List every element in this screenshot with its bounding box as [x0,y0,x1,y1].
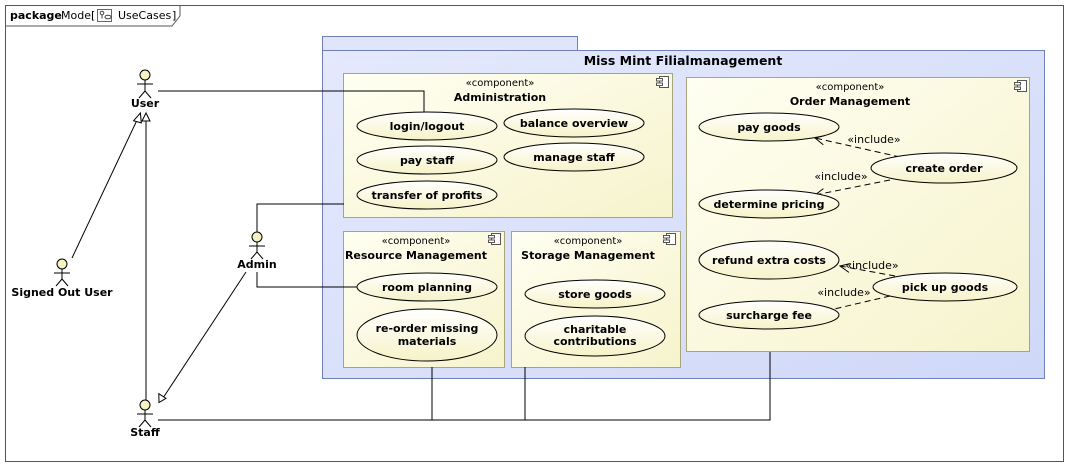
component-name: Resource Management [345,249,487,262]
triangle-arrowhead-icon [158,392,167,404]
usecase-surcharge-fee[interactable]: surcharge fee [698,300,840,330]
usecase-charitable-contributions[interactable]: charitable contributions [524,315,666,357]
component-name: Storage Management [521,249,655,262]
frame-keyword: package [10,9,62,22]
usecase-refund-extra-costs[interactable]: refund extra costs [698,240,840,280]
stick-figure-icon [249,231,265,260]
frame-open-bracket: [ [91,9,95,22]
component-icon [1014,80,1027,92]
usecase-label: determine pricing [714,198,825,211]
actor-signed-out-user[interactable]: Signed Out User [11,258,113,299]
usecase-balance-overview[interactable]: balance overview [503,108,645,138]
usecase-label: manage staff [533,151,615,164]
association-user-login[interactable] [158,90,425,113]
usecase-label: pick up goods [902,281,989,294]
usecase-label: room planning [382,281,472,294]
association-staff-order-management[interactable] [158,352,771,421]
component-icon [663,233,676,245]
actor-admin[interactable]: Admin [237,231,277,271]
usecase-store-goods[interactable]: store goods [524,279,666,309]
open-arrowhead-icon [838,263,851,273]
component-stereotype: «component» [816,82,885,93]
usecase-label-line-1: charitable [564,323,627,336]
system-title: Miss Mint Filialmanagement [584,53,783,68]
triangle-arrowhead-icon [132,111,142,124]
generalization-staff-admin[interactable] [162,271,247,399]
usecase-label: create order [905,162,983,175]
usecase-label: surcharge fee [726,309,812,322]
usecase-label-line-2: materials [398,335,457,348]
include-label: «include» [817,286,870,299]
usecase-determine-pricing[interactable]: determine pricing [698,189,840,219]
include-label: «include» [845,259,898,272]
usecase-label: refund extra costs [712,254,826,267]
component-name: Order Management [790,95,910,108]
component-stereotype: «component» [382,236,451,247]
actor-name: Staff [130,426,160,439]
include-label: «include» [847,133,900,146]
stick-figure-icon [137,399,153,428]
generalization-arrowheads [132,111,167,404]
include-label: «include» [814,170,867,183]
actor-name: User [131,97,160,110]
usecase-re-order-missing-materials[interactable]: re-order missing materials [356,308,498,362]
usecase-label: login/logout [390,120,465,133]
usecase-transfer-of-profits[interactable]: transfer of profits [356,180,498,210]
system-tab [322,36,578,51]
usecase-pay-staff[interactable]: pay staff [356,145,498,175]
actor-name: Signed Out User [11,286,113,299]
actor-name: Admin [237,258,276,271]
include-create-order-determine-pricing[interactable] [814,179,891,196]
usecase-label: store goods [558,288,632,301]
usecase-label: balance overview [520,117,628,130]
component-stereotype: «component» [466,78,535,89]
usecase-label: transfer of profits [372,189,483,202]
usecase-label-line-1: re-order missing [376,322,479,335]
component-stereotype: «component» [554,236,623,247]
usecase-create-order[interactable]: create order [870,152,1018,184]
usecase-room-planning[interactable]: room planning [356,272,498,302]
component-name: Administration [454,91,546,104]
usecase-login-logout[interactable]: login/logout [356,111,498,141]
frame-tab [5,5,181,27]
stick-figure-icon [54,258,70,287]
usecase-pay-goods[interactable]: pay goods [698,112,840,142]
usecase-label-line-2: contributions [553,335,636,348]
association-admin-administration[interactable] [256,203,344,232]
actor-staff[interactable]: Staff [130,399,160,439]
frame-prefix: Model [61,9,94,22]
generalization-signed-out-user[interactable] [71,117,139,259]
usecase-label: pay staff [400,154,454,167]
component-icon [488,233,501,245]
frame-diagram-name[interactable]: UseCases [118,9,171,22]
component-icon [656,76,669,88]
triangle-arrowhead-icon [141,111,151,122]
frame-close-bracket: ] [172,9,176,22]
usecase-pick-up-goods[interactable]: pick up goods [872,272,1018,302]
stick-figure-icon [137,69,153,99]
diagram-icon [97,9,112,22]
associations [71,90,771,421]
include-create-order-pay-goods[interactable] [814,137,901,158]
association-admin-room-planning[interactable] [256,272,358,288]
usecase-manage-staff[interactable]: manage staff [503,142,645,172]
usecase-label: pay goods [737,121,801,134]
actor-user[interactable]: User [131,69,160,110]
